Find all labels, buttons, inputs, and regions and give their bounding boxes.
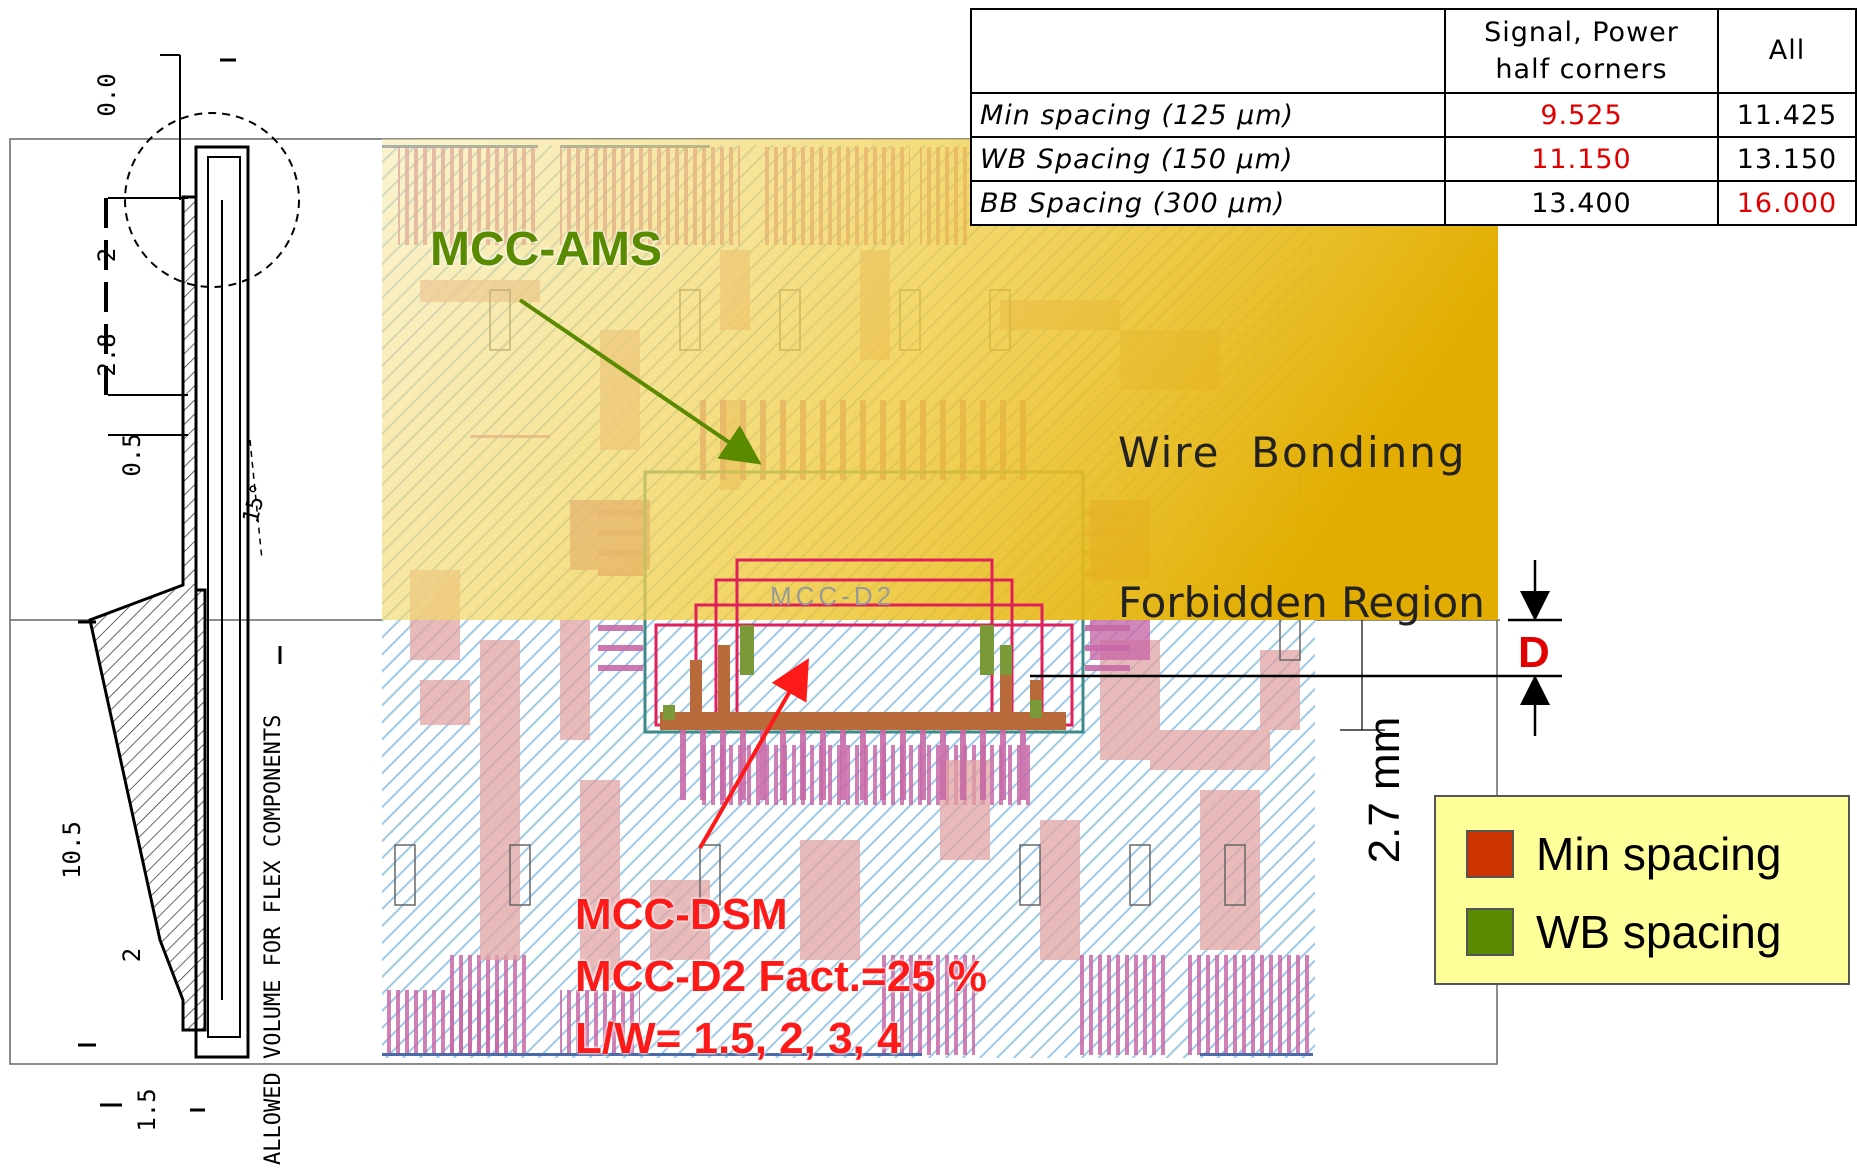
chip-label: MCC-D2 <box>770 581 895 611</box>
mcc-dsm-line-3: L/W= 1.5, 2, 3, 4 <box>575 1014 902 1063</box>
table-header-empty <box>970 8 1446 94</box>
legend-swatch <box>1466 908 1514 956</box>
row-label: BB Spacing (300 µm) <box>970 180 1446 226</box>
table-row: Min spacing (125 µm) 9.525 11.425 <box>970 92 1857 138</box>
row-label: WB Spacing (150 µm) <box>970 136 1446 182</box>
table-row: WB Spacing (150 µm) 11.150 13.150 <box>970 136 1857 182</box>
dimension-text: 2.8 <box>93 333 121 376</box>
mcc-dsm-line-1: MCC-DSM <box>575 890 788 939</box>
row-value-all: 13.150 <box>1717 136 1857 182</box>
flex-volume-note: ALLOWED VOLUME FOR FLEX COMPONENTS <box>261 715 286 1165</box>
d-label: D <box>1518 628 1550 677</box>
forbidden-line-2: Forbidden Region <box>1118 578 1485 627</box>
legend-swatch <box>1466 830 1514 878</box>
row-value-signal: 13.400 <box>1444 180 1719 226</box>
legend-item-min-spacing: Min spacing <box>1466 827 1781 881</box>
legend-label: WB spacing <box>1536 906 1782 958</box>
row-value-signal: 11.150 <box>1444 136 1719 182</box>
dimension-text: 0.5 <box>118 433 146 476</box>
dimension-text: 1.5 <box>133 1088 161 1131</box>
dimension-text: 2 <box>118 948 146 962</box>
row-value-all: 11.425 <box>1717 92 1857 138</box>
row-label: Min spacing (125 µm) <box>970 92 1446 138</box>
ams-arrow <box>518 298 762 465</box>
table-row: BB Spacing (300 µm) 13.400 16.000 <box>970 180 1857 226</box>
dimension-label: 2.7 mm <box>1360 716 1409 864</box>
mechanical-section <box>78 54 300 1112</box>
dsm-bond-pads <box>660 625 1066 730</box>
dimension-text: 2 <box>93 248 121 262</box>
forbidden-region-label: Wire Bondinng Forbidden Region <box>1118 328 1485 728</box>
header-text: Signal, Power half corners <box>1484 17 1679 85</box>
table-header-signal-power: Signal, Power half corners <box>1444 8 1719 94</box>
forbidden-line-1: Wire Bondinng <box>1118 428 1467 477</box>
row-value-signal: 9.525 <box>1444 92 1719 138</box>
d-dimension-markers <box>1030 560 1562 736</box>
spacing-table: Signal, Power half corners All Min spaci… <box>970 8 1857 226</box>
table-header-all: All <box>1717 8 1857 94</box>
legend: Min spacing WB spacing <box>1434 795 1850 985</box>
legend-item-wb-spacing: WB spacing <box>1466 905 1781 959</box>
angle-text: 15° <box>239 481 273 526</box>
dsm-arrow <box>698 658 809 849</box>
mcc-dsm-line-2: MCC-D2 Fact.=25 % <box>575 952 988 1001</box>
mcc-ams-label: MCC-AMS <box>430 223 662 276</box>
dimension-text: 0.0 <box>93 73 121 116</box>
mcc-dsm-label: MCC-DSM MCC-D2 Fact.=25 % L/W= 1.5, 2, 3… <box>575 884 987 1070</box>
row-value-all: 16.000 <box>1717 180 1857 226</box>
table-header-row: Signal, Power half corners All <box>970 8 1857 94</box>
legend-label: Min spacing <box>1536 828 1782 880</box>
dimension-text: 10.5 <box>58 821 86 879</box>
